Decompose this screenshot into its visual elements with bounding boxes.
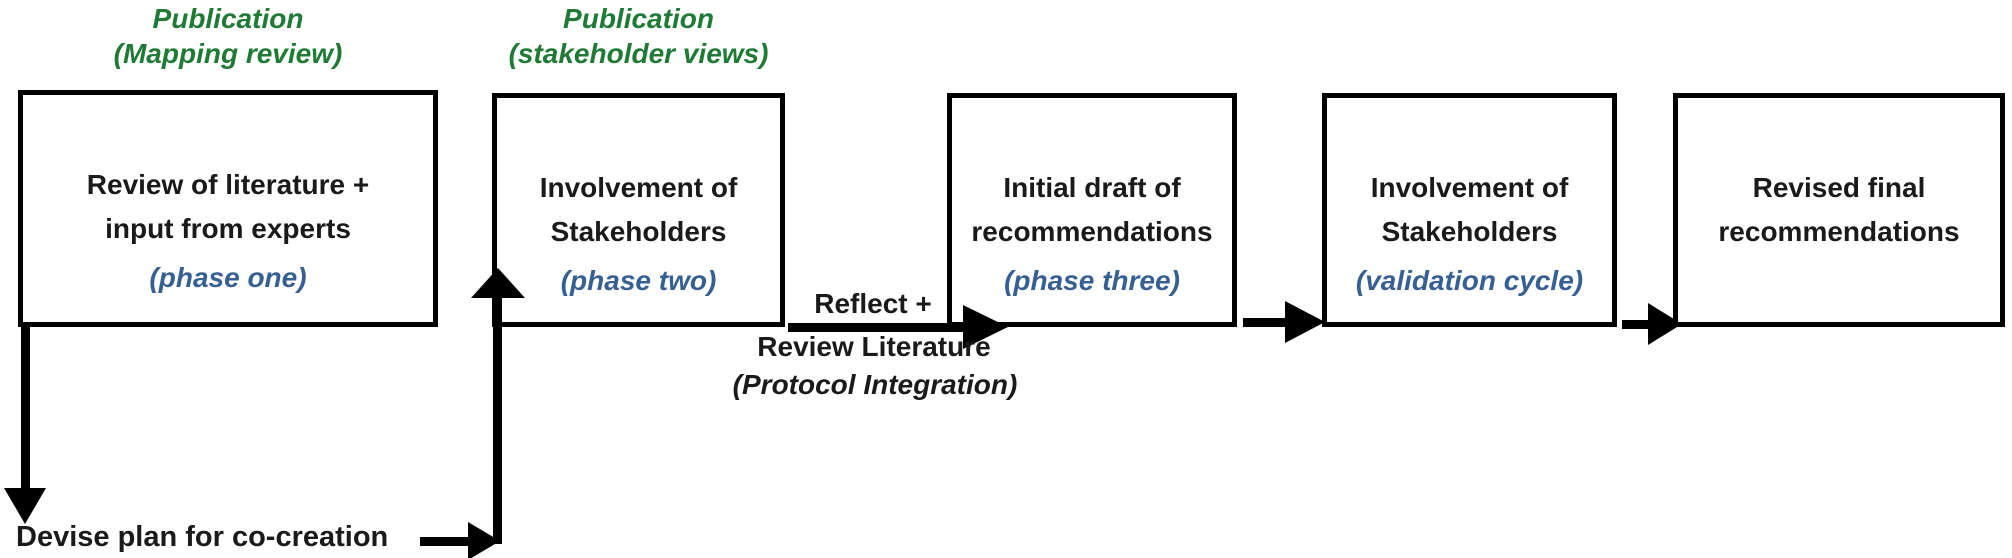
arrow-head-box3-to-box4-icon xyxy=(1285,301,1325,343)
publication-label-line1: Publication xyxy=(152,3,304,34)
box-text-line2: recommendations xyxy=(1718,216,1960,247)
process-box-phase-three: Initial draft of recommendations (phase … xyxy=(947,93,1237,327)
box-text-line2: input from experts xyxy=(105,213,351,244)
box-text-line1: Initial draft of xyxy=(1003,172,1181,203)
arrow-head-box4-to-box5-icon xyxy=(1648,303,1682,345)
reflect-label: Reflect + xyxy=(814,288,932,319)
publication-label-stakeholder-views: Publication (stakeholder views) xyxy=(472,1,805,71)
process-box-final-recommendations: Revised final recommendations xyxy=(1673,93,2005,327)
box-text-line1: Involvement of xyxy=(539,172,738,203)
arrow-down-line-from-phase-one xyxy=(21,322,30,490)
arrow-down-head-icon xyxy=(4,488,46,524)
box-text-line2: recommendations xyxy=(971,216,1213,247)
box-text-line1: Involvement of xyxy=(1370,172,1569,203)
publication-label-line2: (Mapping review) xyxy=(113,38,343,69)
arrow-line-box3-to-box4 xyxy=(1243,318,1288,327)
box-text-line1: Revised final xyxy=(1752,172,1926,203)
process-box-validation-cycle: Involvement of Stakeholders (validation … xyxy=(1322,93,1617,327)
publication-label-mapping-review: Publication (Mapping review) xyxy=(18,1,438,71)
phase-label: (phase three) xyxy=(1004,265,1180,296)
devise-plan-label: Devise plan for co-creation xyxy=(16,521,389,553)
arrow-up-head-icon xyxy=(471,268,525,298)
box-text-line2: Stakeholders xyxy=(550,216,727,247)
process-box-phase-one: Review of literature + input from expert… xyxy=(18,90,438,327)
publication-label-line1: Publication xyxy=(563,3,714,34)
phase-label: (phase two) xyxy=(560,265,717,296)
publication-label-line2: (stakeholder views) xyxy=(508,38,769,69)
arrow-line-box2-to-box3 xyxy=(788,323,968,332)
box-text-line2: Stakeholders xyxy=(1381,216,1558,247)
arrow-head-box2-to-box3-icon xyxy=(963,305,1008,349)
phase-label: (phase one) xyxy=(149,262,307,293)
arrow-up-line-to-phase-two xyxy=(493,294,502,544)
protocol-integration-label: (Protocol Integration) xyxy=(732,369,1018,400)
process-box-phase-two: Involvement of Stakeholders (phase two) xyxy=(492,93,785,327)
arrow-line-box4-to-box5 xyxy=(1622,320,1652,329)
review-literature-label: Review Literature xyxy=(757,331,991,362)
arrow-right-line-devise xyxy=(420,537,470,546)
phase-label: (validation cycle) xyxy=(1355,265,1584,296)
box-text-line1: Review of literature + xyxy=(86,169,370,200)
